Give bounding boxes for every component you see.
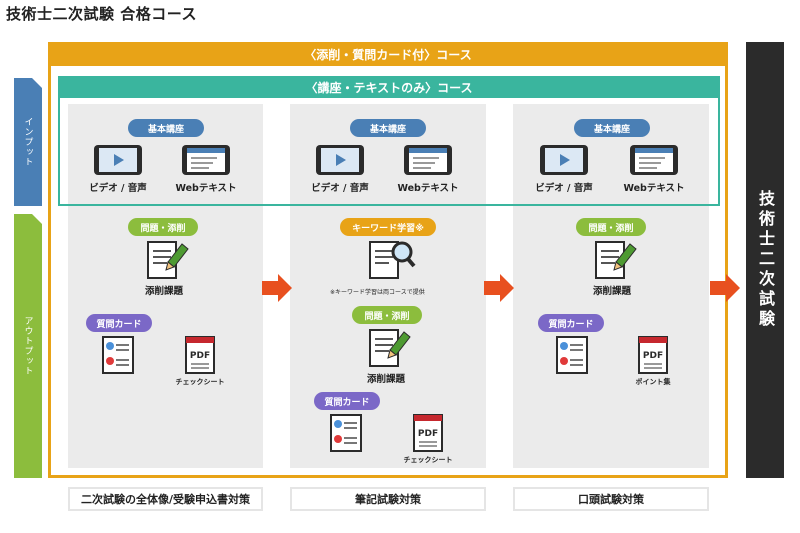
task-pill: 問題・添削 [576,218,646,236]
keyword-magnifier-icon [369,241,416,279]
basic-course-pill: 基本講座 [574,119,650,137]
input-phase-label: インプット [22,117,33,167]
outer-course-header: 〈添削・質問カード付〉コース [48,42,728,66]
point-collection-label: ポイント集 [635,378,671,386]
output-phase-label: アウトプット [22,316,33,376]
video-label: ビデオ / 音声 [311,183,369,194]
task-label: 添削課題 [366,374,405,385]
assignment-pencil-icon [147,241,189,279]
goal-exam-bar: 技術士二次試験 [746,42,784,478]
pdf-document-icon: PDF [638,336,668,374]
next-step-arrow [484,274,514,302]
web-text-label: Webテキスト [623,183,685,194]
pdf-document-icon: PDF [185,336,215,374]
footer-written: 筆記試験対策 [290,487,486,511]
assignment-pencil-icon [369,329,411,367]
pdf-text: PDF [190,351,210,361]
question-card-icon [330,414,362,452]
assignment-pencil-icon [595,241,637,279]
next-step-arrow [262,274,292,302]
video-tablet-icon [316,145,364,175]
web-text-label: Webテキスト [397,183,459,194]
footer-oral: 口頭試験対策 [513,487,709,511]
keyword-note: ※キーワード学習は両コースで提供 [330,289,425,296]
footer-overview: 二次試験の全体像/受験申込書対策 [68,487,263,511]
web-text-label: Webテキスト [175,183,237,194]
keyword-study-pill: キーワード学習※ [340,218,436,236]
next-step-arrow [710,274,740,302]
video-label: ビデオ / 音声 [89,183,147,194]
task-pill: 問題・添削 [128,218,198,236]
output-phase-arrow: アウトプット [14,214,42,478]
pdf-document-icon: PDF [413,414,443,452]
check-sheet-label: チェックシート [175,378,225,386]
basic-course-pill: 基本講座 [128,119,204,137]
input-phase-arrow: インプット [14,78,42,206]
web-text-tablet-icon [630,145,678,175]
web-text-tablet-icon [182,145,230,175]
question-card-pill: 質問カード [86,314,152,332]
video-label: ビデオ / 音声 [535,183,593,194]
question-card-pill: 質問カード [538,314,604,332]
task-pill: 問題・添削 [352,306,422,324]
basic-course-pill: 基本講座 [350,119,426,137]
page-title: 技術士二次試験 合格コース [6,5,197,23]
check-sheet-label: チェックシート [403,456,453,464]
task-label: 添削課題 [144,286,183,297]
video-tablet-icon [94,145,142,175]
pdf-text: PDF [643,351,663,361]
pdf-text: PDF [418,429,438,439]
task-label: 添削課題 [592,286,631,297]
video-tablet-icon [540,145,588,175]
web-text-tablet-icon [404,145,452,175]
question-card-icon [556,336,588,374]
question-card-icon [102,336,134,374]
inner-course-header: 〈講座・テキストのみ〉コース [58,76,720,98]
question-card-pill: 質問カード [314,392,380,410]
